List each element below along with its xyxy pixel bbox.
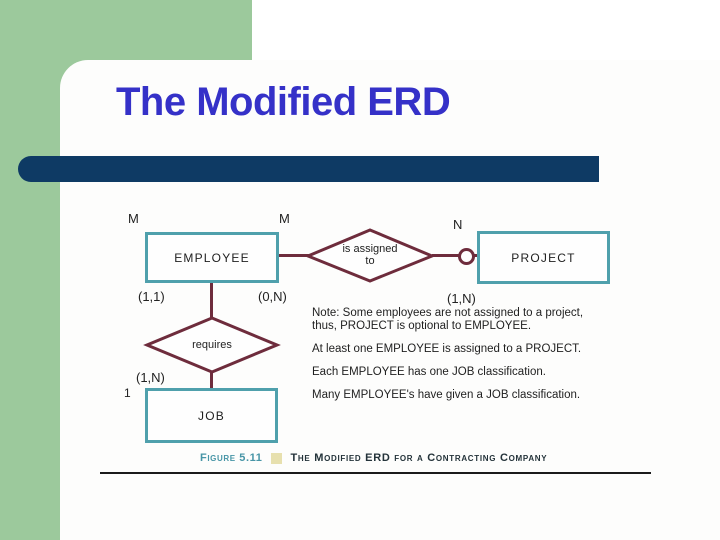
connector-assigned-circle	[432, 254, 461, 257]
assigned-label-line1: is assigned	[342, 243, 398, 255]
assigned-diamond-shape	[304, 228, 436, 283]
optionality-circle	[458, 248, 475, 265]
connectivity-n-project: N	[453, 217, 463, 232]
connectivity-m-employee-left: M	[128, 211, 139, 226]
connectivity-m-employee-right: M	[279, 211, 290, 226]
figure-caption: Figure 5.11 The Modified ERD for a Contr…	[200, 451, 547, 465]
relationship-diamonds	[143, 228, 436, 374]
entity-employee-label: EMPLOYEE	[174, 250, 250, 265]
title-divider-bar	[18, 156, 599, 182]
cardinality-project: (1,N)	[447, 291, 476, 306]
requires-diamond-shape	[143, 316, 281, 374]
entity-employee: EMPLOYEE	[145, 232, 279, 283]
connector-requires-job	[210, 370, 213, 390]
connectivity-1-job: 1	[124, 386, 131, 400]
note-line-4: Each EMPLOYEE has one JOB classification…	[312, 366, 546, 378]
connector-employee-requires	[210, 281, 213, 320]
entity-job-label: JOB	[198, 408, 225, 423]
slide-title: The Modified ERD	[116, 80, 451, 124]
caption-square-icon	[270, 452, 282, 464]
note-line-5: Many EMPLOYEE's have given a JOB classif…	[312, 389, 581, 401]
cardinality-employee-left: (1,1)	[138, 289, 165, 304]
relationship-requires-label: requires	[192, 339, 232, 351]
erd-figure: is assigned to requires EMPLOYEE PROJECT…	[100, 185, 660, 490]
note-line-2: thus, PROJECT is optional to EMPLOYEE.	[312, 320, 532, 332]
entity-project-label: PROJECT	[511, 250, 576, 265]
cardinality-employee-right: (0,N)	[258, 289, 287, 304]
connector-circle-project	[473, 254, 479, 257]
figure-bottom-rule	[100, 472, 651, 474]
assigned-label-line2: to	[365, 255, 375, 267]
green-sidebar-strip	[0, 0, 60, 540]
connector-employee-assigned	[279, 254, 310, 257]
figure-caption-text: The Modified ERD for a Contracting Compa…	[290, 452, 548, 464]
entity-job: JOB	[145, 388, 278, 443]
entity-project: PROJECT	[477, 231, 610, 284]
figure-number-label: Figure 5.11	[200, 452, 263, 464]
note-line-1: Note: Some employees are not assigned to…	[312, 307, 584, 319]
note-line-3: At least one EMPLOYEE is assigned to a P…	[312, 343, 582, 355]
relationship-assigned-label: is assigned to	[308, 243, 432, 267]
cardinality-job: (1,N)	[136, 370, 165, 385]
